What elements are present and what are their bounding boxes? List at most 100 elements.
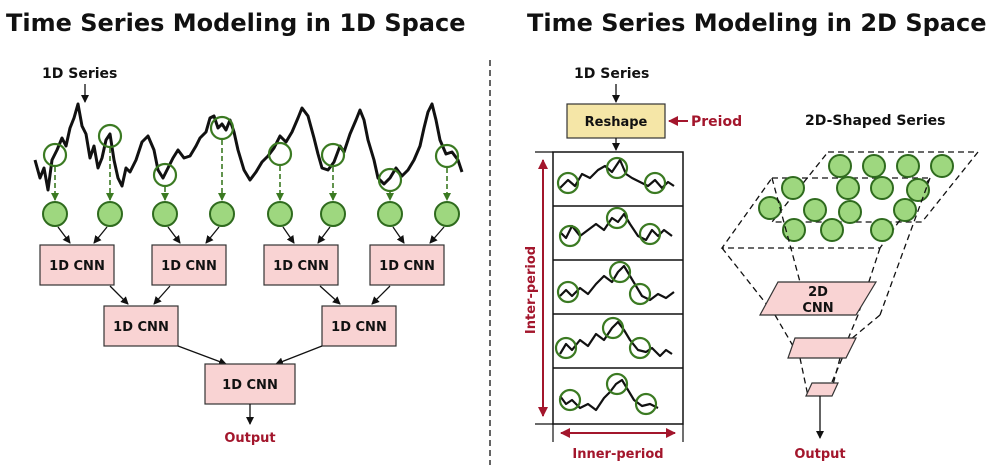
period-sample-circle [554,336,578,360]
period-sample-circle [638,222,662,246]
left-output-label: Output [224,431,275,446]
cnn-box-l1-1: 1D CNN [39,244,115,286]
grid-node [836,176,860,200]
shaped-series-label: 2D-Shaped Series [805,113,945,129]
period-sample-circle [628,282,652,306]
grid-plane-top [770,151,980,223]
wave-sample-circle [152,162,178,188]
cnn-label: 1D CNN [222,378,278,393]
grid-node [906,178,930,202]
sample-node [152,201,178,227]
node-to-cnn-arrow [429,226,445,244]
wave-sample-circle [267,141,293,167]
cnn-arrow [275,345,323,366]
funnel-edge [831,339,851,383]
grid-node [896,154,920,178]
wave-sample-circle [42,142,68,168]
node-to-cnn-arrow [282,226,295,244]
cnn2d-label-line1: 2D [808,285,828,300]
reshape-label: Reshape [585,115,648,130]
reshape-box: Reshape [566,103,666,139]
sample-node [434,201,460,227]
cnn-label: 1D CNN [113,320,169,335]
period-sample-circle [605,372,629,396]
cnn-box-l3: 1D CNN [204,363,296,405]
funnel-edge [849,314,881,341]
period-sample-circle [605,206,629,230]
sample-node [209,201,235,227]
period-sample-circle [628,336,652,360]
cnn-box-l2-1: 1D CNN [103,305,179,347]
grid-node [930,154,954,178]
funnel-edge [771,177,801,283]
cnn-box-l1-3: 1D CNN [263,244,339,286]
wave-sample-circle [320,142,346,168]
cnn-arrow [319,285,341,305]
period-sample-circle [556,280,580,304]
period-row-waveform [559,212,673,242]
cnn-label: 1D CNN [49,259,105,274]
period-sample-circle [643,171,667,195]
grid-node [758,196,782,220]
cnn-label: 1D CNN [273,259,329,274]
funnel-edge [799,357,809,397]
grid-node [893,198,917,222]
grid-node [803,198,827,222]
right-title: Time Series Modeling in 2D Space [527,9,987,37]
funnel-edge [839,314,859,359]
period-row-waveform [559,158,675,190]
cnn-arrow [371,285,391,305]
grid-node [820,218,844,242]
period-sample-circle [558,224,582,248]
left-title: Time Series Modeling in 1D Space [6,9,466,37]
period-sample-circle [558,388,582,412]
sample-node [267,201,293,227]
cnn2d-plane: 2D CNN [758,281,878,316]
wave-sample-circle [97,123,123,149]
inter-period-label: Inter-period [524,246,539,334]
period-row-waveform [559,320,673,358]
node-to-cnn-arrow [167,226,181,244]
cnn-arrow [177,345,227,366]
cnn-arrow [109,285,129,305]
cnn-label: 1D CNN [161,259,217,274]
period-sample-circle [556,171,580,195]
node-to-cnn-arrow [392,226,405,244]
grid-node [862,154,886,178]
node-to-cnn-arrow [317,226,331,244]
sample-node [97,201,123,227]
cnn2d-plane-small [787,337,857,359]
wave-sample-circle [434,143,460,169]
inner-period-label: Inner-period [572,447,663,462]
sample-node [377,201,403,227]
grid-node [870,176,894,200]
period-sample-circle [634,392,658,416]
cnn-box-l1-4: 1D CNN [369,244,445,286]
period-sample-circle [608,260,632,284]
node-to-cnn-arrow [57,226,71,244]
grid-node [782,218,806,242]
period-sample-circle [605,156,629,180]
wave-sample-circle [209,115,235,141]
right-output-label: Output [794,447,845,462]
period-label: Preiod [691,114,742,130]
cnn2d-label-line2: CNN [802,301,833,316]
node-to-cnn-arrow [93,226,108,244]
grid-node [870,218,894,242]
period-sample-circle [601,316,625,340]
sample-node [320,201,346,227]
left-series-label: 1D Series [42,66,117,82]
period-stack [552,151,684,425]
cnn2d-plane-tiny [805,382,839,397]
grid-node [838,200,862,224]
node-to-cnn-arrow [205,226,220,244]
right-series-label: 1D Series [574,66,649,82]
cnn-arrow [153,285,171,305]
left-waveform [33,102,464,192]
grid-node [781,176,805,200]
funnel-edge [879,177,931,316]
grid-node [828,154,852,178]
cnn-label: 1D CNN [379,259,435,274]
cnn-box-l2-2: 1D CNN [321,305,397,347]
